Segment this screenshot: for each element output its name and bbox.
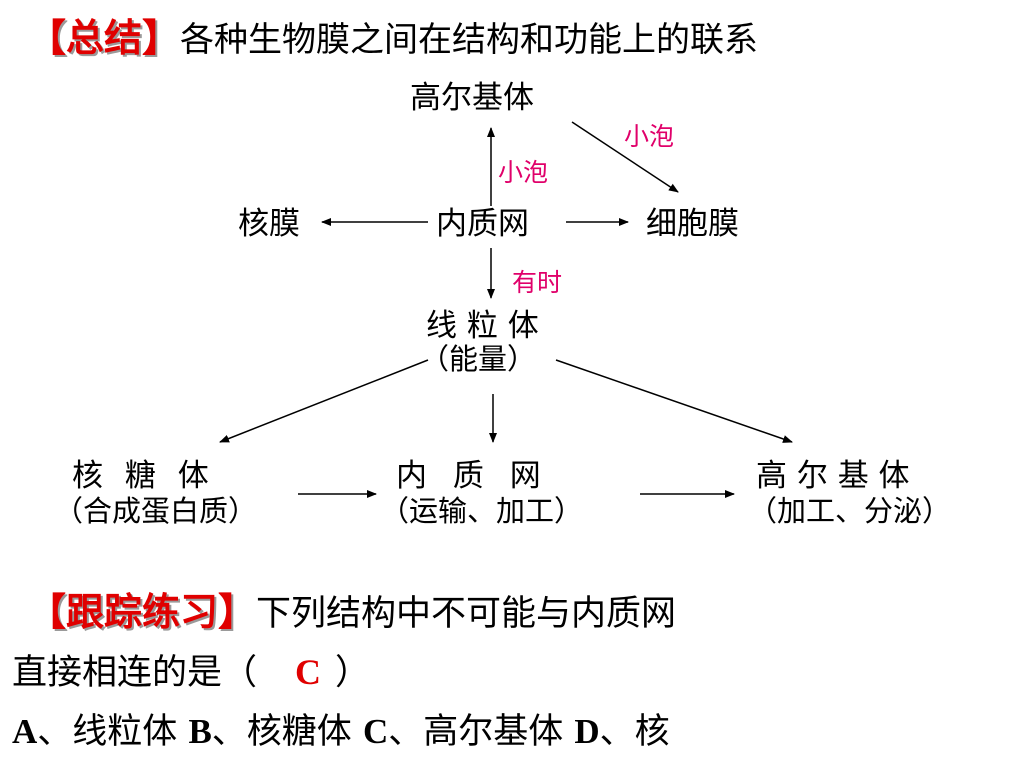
arrow-mito-to-golgi-bottom xyxy=(555,359,793,443)
exercise-question-1: 下列结构中不可能与内质网 xyxy=(256,594,677,634)
label-vesicle-right: 小泡 xyxy=(624,122,675,151)
summary-heading: 【总结】各种生物膜之间在结构和功能上的联系 xyxy=(28,15,759,61)
exercise-options: A、线粒体 B、核糖体 C、高尔基体 D、核 xyxy=(12,710,670,754)
node-mitochondria: 线 粒 体 xyxy=(426,308,539,344)
label-sometimes: 有时 xyxy=(512,268,563,297)
option-a[interactable]: A、线粒体 xyxy=(12,712,178,752)
summary-tag: 【总结】 xyxy=(28,15,181,60)
exercise-line-2: 直接相连的是（ C ） xyxy=(12,650,370,695)
exercise-answer: C xyxy=(295,652,322,692)
node-er-bottom-function: （运输、加工） xyxy=(380,494,584,528)
arrow-mito-to-ribosome xyxy=(219,359,429,443)
node-cell-membrane: 细胞膜 xyxy=(646,206,739,242)
diagram-arrows xyxy=(219,121,793,498)
option-c[interactable]: C、高尔基体 xyxy=(362,712,564,752)
node-golgi-top: 高尔基体 xyxy=(410,80,534,116)
node-ribosome-function: （合成蛋白质） xyxy=(54,494,258,528)
node-ribosome: 核 糖 体 xyxy=(72,458,215,494)
arrow-golgi-to-cell-membrane xyxy=(571,121,679,193)
label-vesicle-up: 小泡 xyxy=(498,158,549,187)
exercise-question-2: 直接相连的是（ xyxy=(12,653,258,693)
node-er-center: 内质网 xyxy=(436,206,529,242)
summary-title: 各种生物膜之间在结构和功能上的联系 xyxy=(180,20,759,60)
node-mitochondria-function: （能量） xyxy=(420,342,537,376)
node-nuclear-membrane: 核膜 xyxy=(238,206,300,242)
option-d[interactable]: D、核 xyxy=(574,712,670,752)
exercise-question-2-close: ） xyxy=(335,653,371,693)
exercise-line-1: 【跟踪练习】下列结构中不可能与内质网 xyxy=(28,590,676,636)
node-er-bottom: 内 质 网 xyxy=(396,458,549,494)
exercise-tag: 【跟踪练习】 xyxy=(28,589,257,634)
node-golgi-bottom: 高 尔 基 体 xyxy=(756,458,910,494)
option-b[interactable]: B、核糖体 xyxy=(188,712,352,752)
node-golgi-bottom-function: （加工、分泌） xyxy=(748,494,952,528)
